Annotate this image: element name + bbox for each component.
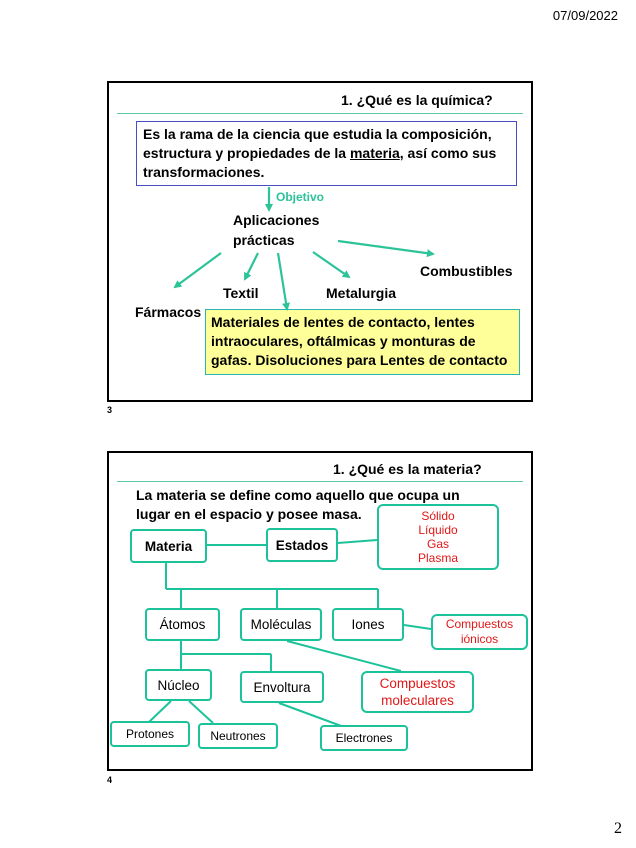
definition-text-end: , así como sus transformaciones. (143, 145, 497, 180)
definition-text: La materia se define como aquello que oc… (136, 487, 460, 522)
node-states: Sólido Líquido Gas Plasma (377, 504, 499, 570)
definition-keyword: materia (349, 145, 400, 161)
node-compuestos-ionicos: Compuestos iónicos (431, 614, 528, 650)
state-gas: Gas (426, 537, 449, 551)
branch-farmacos: Fármacos (135, 304, 202, 320)
slide-number: 4 (107, 775, 113, 785)
definition-text-start: Es la rama de la ciencia que estudia la … (143, 126, 492, 161)
branch-textil: Textil (223, 285, 259, 301)
compuestos-ionicos-line-2: iónicos (460, 632, 499, 646)
node-compuestos-moleculares: Compuestos moleculares (361, 671, 474, 713)
state-liquido: Líquido (418, 523, 458, 537)
node-envoltura: Envoltura (240, 671, 324, 703)
node-moleculas: Moléculas (240, 608, 322, 641)
link-estados-states (337, 539, 378, 544)
node-materia: Materia (130, 529, 207, 563)
node-estados: Estados (266, 528, 338, 562)
node-electrones: Electrones (320, 725, 408, 751)
branch-metalurgia: Metalurgia (326, 285, 397, 301)
link-moleculas-compuestos (286, 640, 402, 672)
link-nucleo-protones (148, 700, 172, 723)
branch-combustibles: Combustibles (420, 263, 513, 279)
slide-quimica: 1. ¿Qué es la química? Es la rama de la … (107, 81, 533, 402)
objective-label: Objetivo (276, 190, 325, 204)
state-solido: Sólido (421, 509, 455, 523)
link-envoltura-electrones (278, 702, 345, 728)
slide-number: 3 (107, 405, 113, 415)
node-neutrones: Neutrones (198, 723, 278, 749)
link-nucleo-neutrones (188, 700, 214, 724)
node-atomos: Átomos (145, 608, 220, 641)
slide-title: 1. ¿Qué es la materia? (333, 461, 482, 477)
definition-box: Es la rama de la ciencia que estudia la … (136, 121, 517, 186)
arrows (173, 187, 435, 311)
applications-line-1: Aplicaciones (233, 212, 320, 228)
print-date: 07/09/2022 (552, 8, 618, 23)
arrow-combustibles (337, 239, 435, 258)
arrow-metalurgia (312, 251, 351, 279)
concept-map-lines (148, 539, 432, 728)
node-iones: Iones (332, 608, 404, 641)
node-protones: Protones (110, 721, 190, 747)
link-iones-compuestos (403, 624, 432, 630)
title-underline (117, 113, 523, 114)
title-underline (117, 481, 523, 482)
state-plasma: Plasma (417, 551, 458, 565)
applications-line-2: prácticas (233, 232, 295, 248)
arrow-materiales (276, 252, 290, 311)
optics-highlight-box: Materiales de lentes de contacto, lentes… (205, 309, 520, 375)
slide-title: 1. ¿Qué es la química? (341, 92, 493, 108)
compuestos-ionicos-line-1: Compuestos (445, 617, 514, 631)
arrow-farmacos (173, 252, 222, 289)
arrow-textil (244, 252, 259, 281)
slide-materia: 1. ¿Qué es la materia? La materia se def… (107, 451, 533, 771)
page-number: 2 (614, 820, 622, 837)
node-nucleo: Núcleo (145, 669, 212, 701)
